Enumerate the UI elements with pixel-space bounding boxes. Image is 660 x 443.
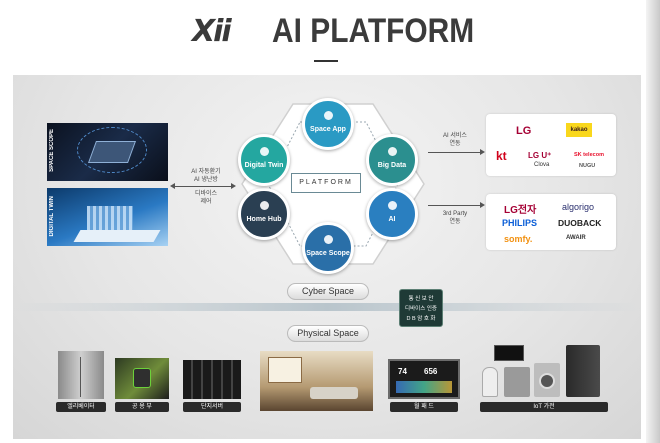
device-tag-server: 단지서버	[183, 402, 241, 412]
app-icon-ring	[77, 127, 147, 173]
ai-service-arrow	[428, 152, 482, 153]
partner-kakao: kakao	[566, 123, 592, 137]
node-big-data: Big Data	[366, 134, 418, 186]
partner-clova: Clova	[534, 162, 550, 168]
common-area-image	[115, 358, 169, 399]
ai-service-line-2: 연동	[449, 141, 461, 147]
left-arrowhead	[170, 183, 175, 189]
elevator-door-split	[80, 357, 81, 397]
node-home-hub: Home Hub	[238, 188, 290, 240]
page-title: AI PLATFORM	[272, 12, 475, 50]
partner-philips: PHILIPS	[502, 218, 538, 228]
keypad-shape	[133, 368, 151, 388]
device-tag-elevator: 엘리베이터	[56, 402, 106, 412]
washer-shape	[534, 363, 560, 397]
device-tag-wallpad: 월 패 드	[390, 402, 458, 412]
node-home-hub-label: Home Hub	[246, 216, 282, 223]
tv-shape	[494, 345, 524, 361]
digital-twin-image: DIGITAL TWIN	[47, 188, 168, 246]
partner-nugu: NUGU	[579, 163, 596, 169]
device-tag-iot: IoT 가전	[480, 402, 608, 412]
cloud-icon	[324, 111, 333, 120]
tablet-base	[73, 230, 161, 242]
partner-sk: SK telecom	[574, 152, 604, 158]
security-line-3: D B 암 호 화	[406, 316, 436, 322]
node-ai-label: AI	[388, 216, 396, 223]
platform-box: PLATFORM	[291, 173, 361, 193]
washer-door	[539, 373, 555, 389]
physical-space-pill: Physical Space	[287, 325, 369, 342]
partner-kt: kt	[496, 149, 507, 163]
data-icon	[388, 147, 397, 156]
wallpad-value-2: 656	[424, 367, 438, 376]
node-digital-twin-label: Digital Twin	[244, 162, 284, 169]
control-line-1: AI 자동환기	[191, 169, 221, 175]
fridge-shape	[566, 345, 600, 397]
wallpad-value-1: 74	[398, 367, 407, 376]
sofa-shape	[310, 387, 358, 399]
security-line-2: 디바이스 인증	[405, 306, 437, 312]
page-edge-shadow	[646, 0, 660, 443]
platform-label: PLATFORM	[299, 179, 353, 186]
third-party-arrow	[428, 205, 482, 206]
node-big-data-label: Big Data	[377, 162, 407, 169]
title-underline	[314, 60, 338, 62]
device-tag-common: 공 용 부	[115, 402, 169, 412]
right-arrowhead-left	[231, 183, 236, 189]
styler-shape	[504, 367, 530, 397]
wallpad-image: 74 656	[388, 359, 460, 399]
server-image	[183, 360, 241, 399]
partner-algorigo: algorigo	[562, 202, 595, 212]
partner-awair: AWAIR	[566, 235, 586, 241]
brand-logo: Xii	[192, 14, 232, 49]
node-space-scope-label: Space Scope	[306, 250, 350, 257]
home-icon	[260, 201, 269, 210]
wallpad-chart	[396, 381, 452, 393]
scope-icon	[324, 235, 333, 244]
third-party-arrowhead	[480, 202, 485, 208]
device-line-2: 제어	[200, 199, 212, 205]
node-space-scope: Space Scope	[302, 222, 354, 274]
iot-appliances	[478, 345, 608, 400]
device-line-1: 디바이스	[194, 191, 218, 197]
cyber-band	[13, 303, 641, 311]
purifier-shape	[482, 367, 498, 397]
third-party-partner-box: LG전자 algorigo PHILIPS DUOBACK somfy. AWA…	[486, 194, 616, 250]
third-party-line-2: 연동	[449, 219, 461, 225]
ai-partner-box: LG kakao kt LG U⁺ SK telecom Clova NUGU	[486, 114, 616, 176]
partner-somfy: somfy.	[504, 234, 533, 244]
space-scope-label: SPACE SCOPE	[49, 129, 55, 172]
node-space-app: Space App	[302, 98, 354, 150]
security-box: 통 신 보 안 디바이스 인증 D B 암 호 화	[399, 289, 443, 327]
living-room-image	[260, 351, 373, 411]
partner-duoback: DUOBACK	[558, 218, 602, 228]
elevator-image	[58, 351, 104, 399]
cyber-space-pill: Cyber Space	[287, 283, 369, 300]
partner-lg-electronics: LG전자	[504, 205, 537, 216]
header: Xii AI PLATFORM	[0, 0, 646, 72]
ai-service-arrowhead	[480, 149, 485, 155]
node-space-app-label: Space App	[310, 126, 346, 133]
node-digital-twin: Digital Twin	[238, 134, 290, 186]
partner-lgu: LG U⁺	[528, 151, 552, 160]
left-arrow	[172, 186, 234, 187]
control-text: AI 자동환기 AI 냉난방	[176, 168, 236, 184]
control-line-2: AI 냉난방	[194, 177, 218, 183]
security-line-1: 통 신 보 안	[408, 296, 434, 302]
node-ai: AI	[366, 188, 418, 240]
partner-lg: LG	[516, 125, 532, 137]
ai-icon	[388, 201, 397, 210]
third-party-line-1: 3rd Party	[442, 211, 468, 217]
twin-icon	[260, 147, 269, 156]
window-shape	[268, 357, 302, 383]
third-party-text: 3rd Party 연동	[430, 210, 480, 226]
device-control-text: 디바이스 제어	[176, 190, 236, 206]
ai-service-text: AI 서비스 연동	[430, 132, 480, 148]
ai-service-line-1: AI 서비스	[443, 133, 467, 139]
digital-twin-label: DIGITAL TWIN	[49, 196, 55, 237]
space-scope-image: SPACE SCOPE	[47, 123, 168, 181]
